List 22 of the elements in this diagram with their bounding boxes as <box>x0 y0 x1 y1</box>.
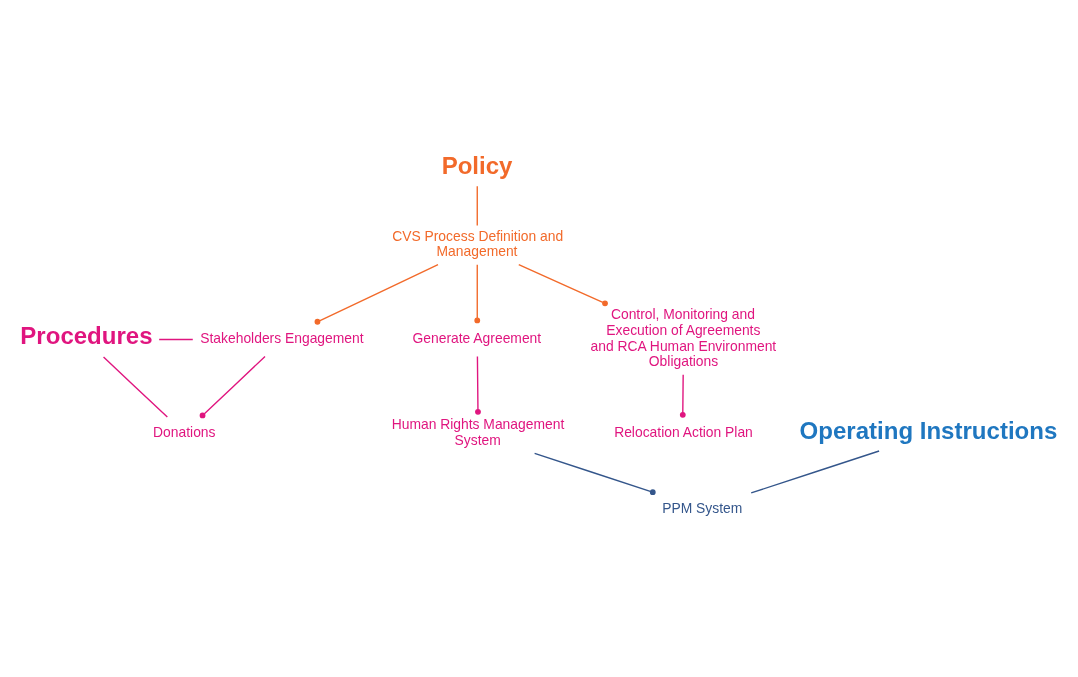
connector <box>533 452 656 495</box>
connector <box>476 185 478 226</box>
connector <box>158 338 194 340</box>
node-text: Operating Instructions <box>799 416 1058 444</box>
node-text: Control, Monitoring and Execution of Agreements and RCA Human Environment Obligations <box>590 305 777 369</box>
connector <box>475 355 481 415</box>
connector <box>518 263 608 306</box>
connector <box>102 355 169 418</box>
connector <box>474 263 481 323</box>
node-text: Donations <box>153 423 216 440</box>
node-text: Relocation Action Plan <box>614 423 753 440</box>
node-text: CVS Process Definition and Management <box>392 226 564 259</box>
node-text: Generate Agreement <box>412 329 542 346</box>
connector <box>314 263 439 325</box>
node-text: Procedures <box>20 321 153 349</box>
connector <box>679 373 686 418</box>
node-text: Stakeholders Engagement <box>200 329 364 346</box>
node-text: Human Rights Management System <box>391 415 565 448</box>
connector <box>750 449 880 494</box>
node-text: Policy <box>441 151 513 179</box>
node-text: PPM System <box>662 499 743 516</box>
connector <box>199 355 266 418</box>
